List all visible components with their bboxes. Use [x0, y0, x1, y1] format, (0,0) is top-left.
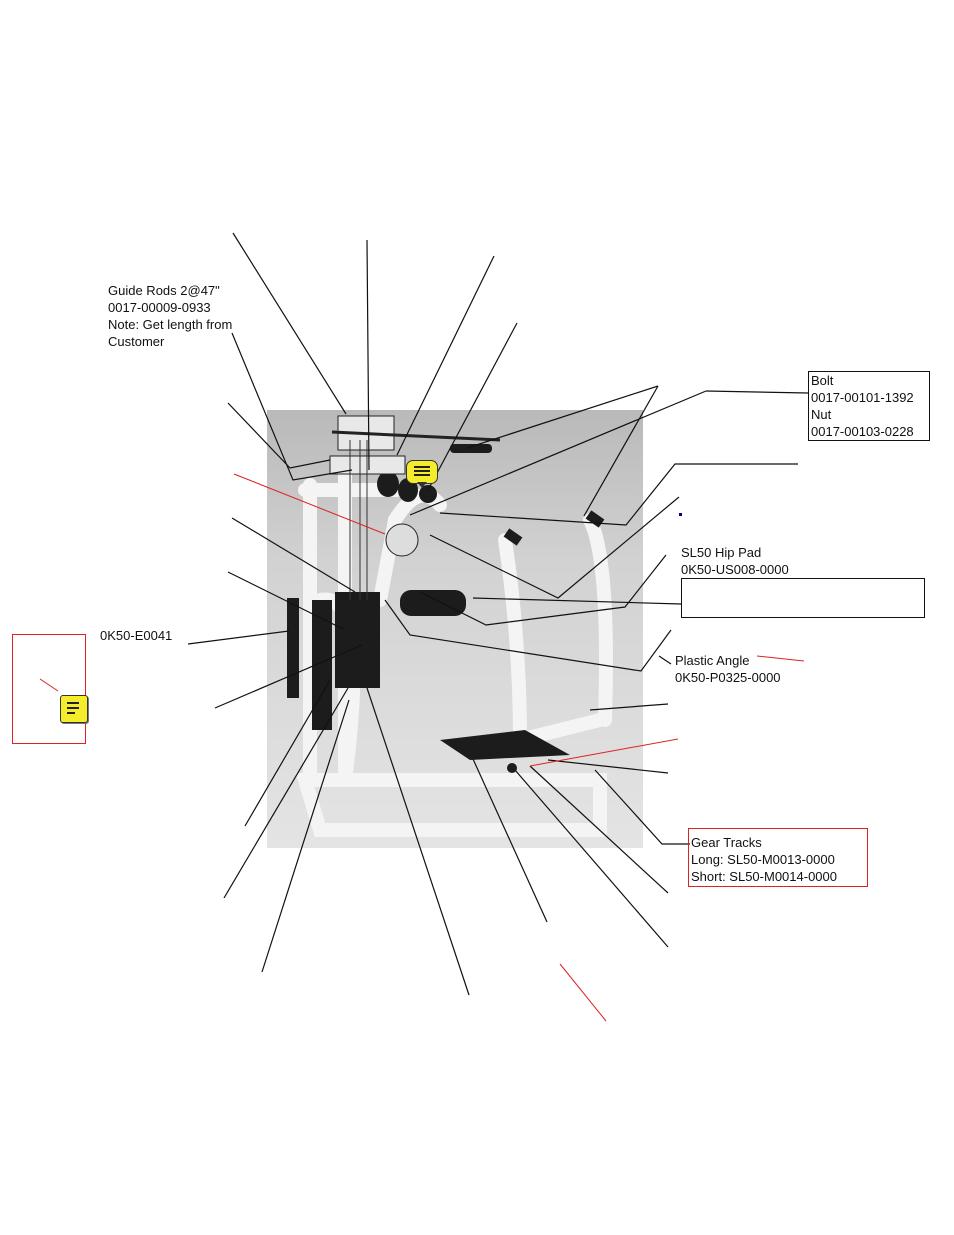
leader-lines [187, 232, 809, 996]
top-rod [331, 430, 501, 442]
guide-rods-label: Guide Rods 2@47" 0017-00009-0933 Note: G… [108, 283, 233, 349]
red-markup-lines [39, 473, 805, 1022]
plastic-angle-label: Plastic Angle 0K50-P0325-0000 [675, 653, 781, 685]
hip-pad-empty-box [681, 578, 925, 618]
small-marker [679, 513, 682, 516]
bolt-nut-label: Bolt 0017-00101-1392 Nut 0017-00103-0228 [808, 371, 930, 441]
comment-box [12, 634, 86, 744]
hip-pad-label: SL50 Hip Pad 0K50-US008-0000 [681, 545, 789, 577]
e0041-label: 0K50-E0041 [100, 628, 173, 643]
machine-dark-parts [287, 444, 605, 773]
sticky-note-icon[interactable] [60, 695, 88, 723]
gear-tracks-label: Gear Tracks Long: SL50-M0013-0000 Short:… [688, 828, 868, 887]
speech-bubble-icon[interactable] [406, 460, 438, 488]
